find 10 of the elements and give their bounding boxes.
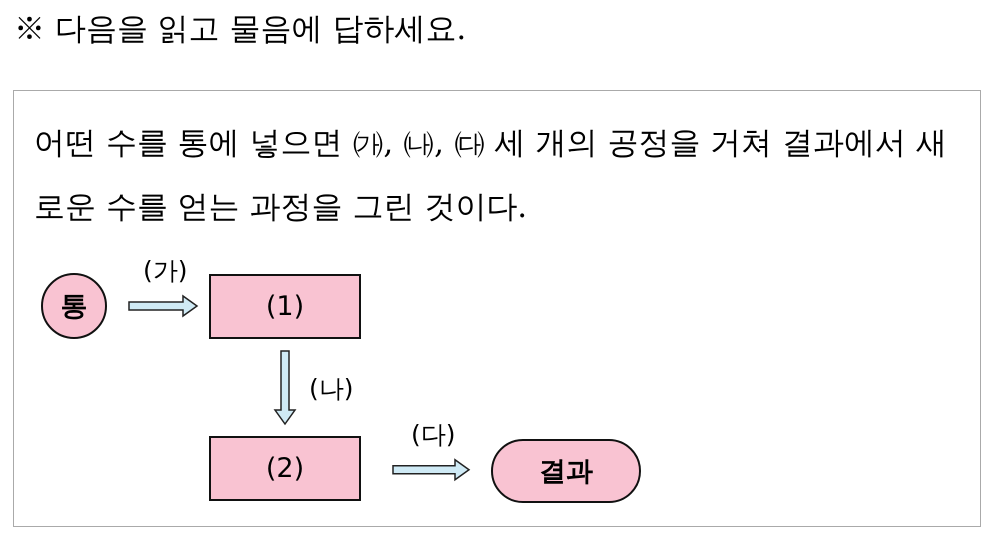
instruction-heading: ※ 다음을 읽고 물음에 답하세요. <box>14 10 466 49</box>
process-box: (2) <box>209 436 361 501</box>
block-arrow <box>274 350 296 426</box>
result-terminal: 결과 <box>491 439 641 503</box>
problem-text: 어떤 수를 통에 넣으면 ㈎, ㈏, ㈐ 세 개의 공정을 거쳐 결과에서 새로운 수를 얻는 과정을 그린 것이다. <box>34 124 948 227</box>
process-box: (1) <box>209 274 361 339</box>
problem-frame <box>13 90 981 527</box>
block-arrow <box>392 458 470 482</box>
block-arrow <box>128 294 198 318</box>
start-circle: 통 <box>41 273 107 339</box>
